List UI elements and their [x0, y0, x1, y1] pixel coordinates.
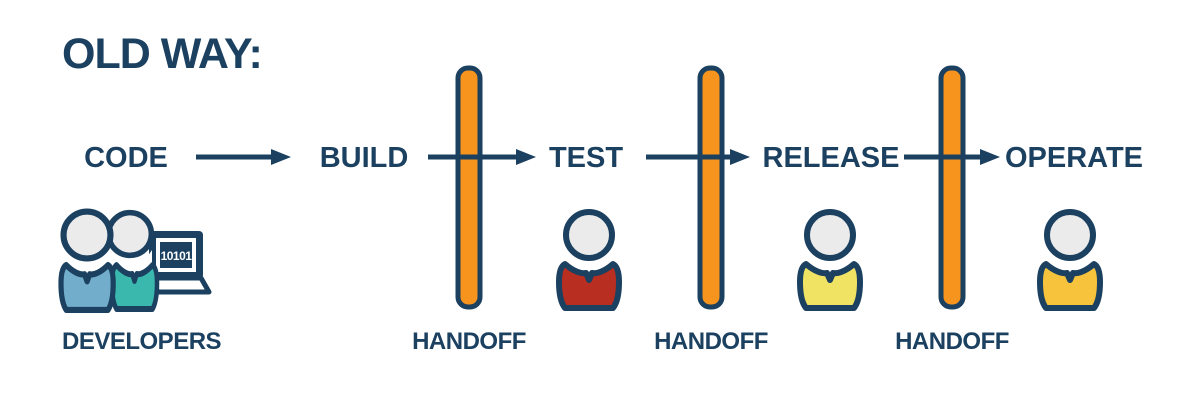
- laptop-icon: 10101: [141, 231, 212, 295]
- stage-label-code: CODE: [84, 142, 168, 174]
- handoff-label-1: HANDOFF: [412, 328, 526, 355]
- stage-label-build: BUILD: [320, 142, 409, 174]
- laptop-screen-tail: [141, 250, 152, 266]
- stage-label-operate: OPERATE: [1005, 142, 1143, 174]
- laptop-screen-text: 10101: [161, 249, 193, 263]
- developer-person-blue-icon: [61, 212, 113, 310]
- tester-person-icon: [559, 212, 619, 308]
- operator-person-icon: [1040, 212, 1100, 308]
- diagram-title: OLD WAY:: [62, 30, 262, 78]
- handoff-label-3: HANDOFF: [895, 328, 1009, 355]
- handoff-barrier-bar-2: [697, 65, 725, 310]
- stage-label-release: RELEASE: [763, 142, 900, 174]
- handoff-barrier-bar-3: [938, 65, 966, 310]
- handoff-barrier-bar-1: [455, 65, 483, 310]
- releaser-person-icon: [800, 212, 860, 308]
- developers-icon: 10101: [61, 212, 212, 310]
- stage-label-test: TEST: [549, 142, 623, 174]
- developers-label: DEVELOPERS: [62, 328, 222, 355]
- handoff-label-2: HANDOFF: [654, 328, 768, 355]
